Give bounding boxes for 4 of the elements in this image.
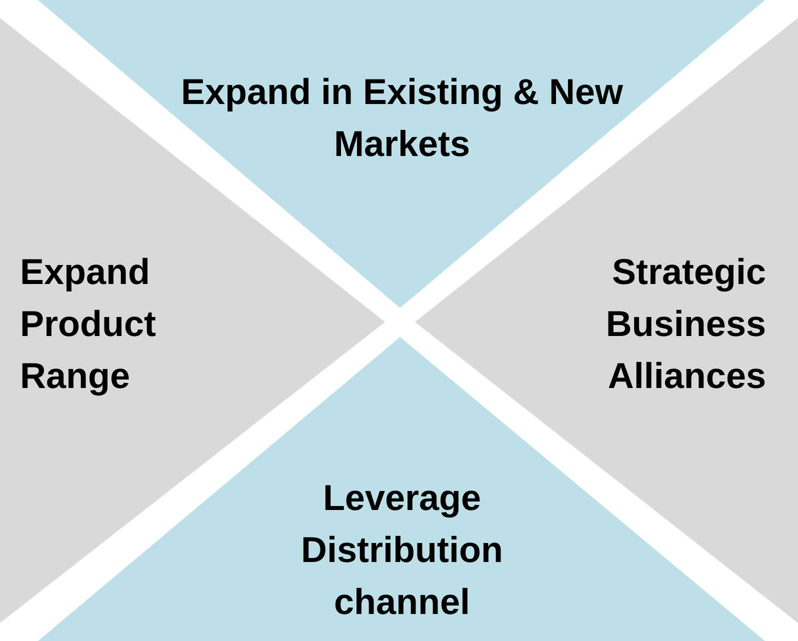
segment-label: Expand Product Range: [20, 250, 158, 398]
segment-label: Leverage Distribution channel: [300, 476, 504, 624]
segment-label: Expand in Existing & New Markets: [180, 70, 624, 166]
segment-label: Strategic Business Alliances: [604, 250, 766, 398]
